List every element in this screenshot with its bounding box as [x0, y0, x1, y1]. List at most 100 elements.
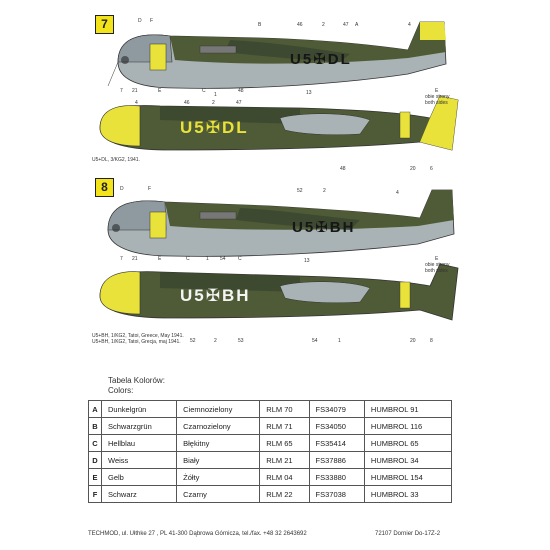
- color-cell-key: B: [88, 417, 102, 435]
- color-cell-rlm: RLM 21: [259, 451, 310, 469]
- callout: 1: [206, 256, 209, 262]
- callout: 52: [297, 188, 303, 194]
- callout: 54: [220, 256, 226, 262]
- aircraft-upper-8: [107, 189, 455, 257]
- callout: 46: [184, 100, 190, 106]
- callout: 54: [312, 338, 318, 344]
- code-upper-8: U5✠BH: [292, 219, 356, 236]
- color-cell-fs: FS34050: [308, 417, 365, 435]
- callout: 2: [323, 188, 326, 194]
- color-cell-fs: FS35414: [308, 434, 365, 452]
- callout: 47: [343, 22, 349, 28]
- color-cell-fs: FS37038: [308, 485, 365, 503]
- both-sides-note: obie strony both sides: [425, 94, 450, 106]
- legend-title: Tabela Kolorów: Colors:: [108, 376, 165, 396]
- color-cell-rlm: RLM 70: [259, 400, 310, 418]
- callout: E: [158, 256, 162, 262]
- legend-title-en: Colors:: [108, 386, 134, 395]
- color-cell-fs: FS33880: [308, 468, 365, 486]
- color-cell-humbrol: HUMBROL 33: [363, 485, 453, 503]
- callout: 52: [190, 338, 196, 344]
- color-cell-rlm: RLM 04: [259, 468, 310, 486]
- callout: A: [355, 22, 359, 28]
- callout: E: [435, 88, 439, 94]
- color-cell-pl: Czarnozielony: [176, 417, 261, 435]
- profile-number-badge: 7: [95, 15, 114, 34]
- color-cell-pl: Błękitny: [176, 434, 261, 452]
- both-sides-note: obie strony both sides: [425, 262, 450, 274]
- color-cell-key: F: [88, 485, 102, 503]
- color-cell-key: A: [88, 400, 102, 418]
- color-cell-humbrol: HUMBROL 34: [363, 451, 453, 469]
- callout: 47: [236, 100, 242, 106]
- color-cell-key: D: [88, 451, 102, 469]
- callout: 4: [135, 100, 138, 106]
- color-cell-de: Schwarz: [100, 485, 178, 503]
- aircraft-lower-7: [99, 95, 459, 151]
- code-lower-8: U5✠BH: [180, 286, 251, 305]
- color-cell-humbrol: HUMBROL 65: [363, 434, 453, 452]
- color-cell-pl: Ciemnozielony: [176, 400, 261, 418]
- legend-title-pl: Tabela Kolorów:: [108, 376, 165, 385]
- callout: 2: [322, 22, 325, 28]
- color-cell-fs: FS37886: [308, 451, 365, 469]
- callout: D: [120, 186, 124, 192]
- color-cell-rlm: RLM 71: [259, 417, 310, 435]
- color-cell-pl: Biały: [176, 451, 261, 469]
- color-cell-humbrol: HUMBROL 116: [363, 417, 453, 435]
- profile-caption: U5+BH, 1/KG2, Tatoi, Greece, May 1941. U…: [92, 333, 184, 345]
- profile-caption: U5+DL, 3/KG2, 1941.: [92, 157, 140, 163]
- callout: C: [202, 88, 206, 94]
- callout: 7: [120, 256, 123, 262]
- color-cell-fs: FS34079: [308, 400, 365, 418]
- code-upper-7: U5✠DL: [290, 51, 352, 68]
- color-cell-humbrol: HUMBROL 154: [363, 468, 453, 486]
- callout: 4: [396, 190, 399, 196]
- callout: 20: [410, 166, 416, 172]
- callout: D: [138, 18, 142, 24]
- color-cell-de: Weiss: [100, 451, 178, 469]
- color-cell-rlm: RLM 22: [259, 485, 310, 503]
- callout: 1: [338, 338, 341, 344]
- callout: 21: [132, 88, 138, 94]
- callout: 2: [212, 100, 215, 106]
- color-cell-de: Hellblau: [100, 434, 178, 452]
- callout: 4: [408, 22, 411, 28]
- color-cell-pl: Żółty: [176, 468, 261, 486]
- color-cell-key: C: [88, 434, 102, 452]
- color-cell-rlm: RLM 65: [259, 434, 310, 452]
- callout: 48: [340, 166, 346, 172]
- color-cell-key: E: [88, 468, 102, 486]
- callout: C: [186, 256, 190, 262]
- callout: 21: [132, 256, 138, 262]
- footer-product: 72107 Dornier Do-17Z-2: [375, 531, 441, 537]
- callout: 53: [238, 338, 244, 344]
- footer-address: TECHMOD, ul. Ułthke 27 , PL 41-300 Dąbro…: [88, 531, 307, 537]
- code-lower-7: U5✠DL: [180, 118, 249, 137]
- color-cell-pl: Czarny: [176, 485, 261, 503]
- callout: 48: [238, 88, 244, 94]
- callout: 7: [120, 88, 123, 94]
- callout: 2: [214, 338, 217, 344]
- callout: F: [148, 186, 152, 192]
- callout: 13: [304, 258, 310, 264]
- callout: 46: [297, 22, 303, 28]
- callout: E: [158, 88, 162, 94]
- color-cell-humbrol: HUMBROL 91: [363, 400, 453, 418]
- callout: 6: [430, 166, 433, 172]
- callout: B: [258, 22, 262, 28]
- profile-number-badge: 8: [95, 178, 114, 197]
- color-cell-de: Gelb: [100, 468, 178, 486]
- aircraft-profiles: [99, 21, 459, 321]
- callout: E: [435, 256, 439, 262]
- callout: 13: [306, 90, 312, 96]
- aircraft-upper-7: [107, 21, 447, 89]
- color-cell-de: Dunkelgrün: [100, 400, 178, 418]
